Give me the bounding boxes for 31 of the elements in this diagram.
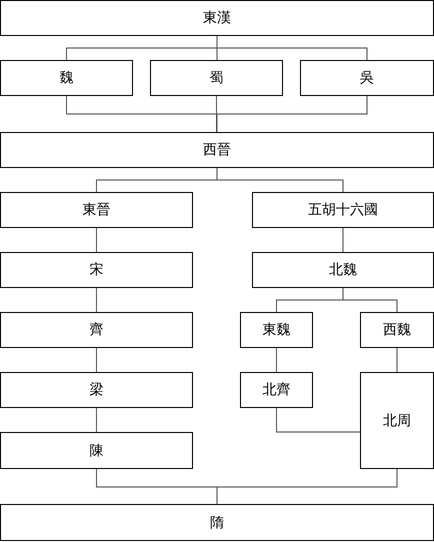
- connector-line: [342, 288, 398, 312]
- connector-line: [216, 468, 398, 504]
- dynasty-box: 吳: [300, 60, 434, 96]
- dynasty-box: 西晉: [0, 132, 434, 168]
- connector-line: [276, 348, 277, 372]
- dynasty-box: 北魏: [252, 252, 434, 288]
- dynasty-box: 隋: [0, 504, 434, 541]
- connector-line: [216, 96, 217, 132]
- connector-line: [396, 348, 398, 372]
- dynasty-box: 宋: [0, 252, 193, 288]
- dynasty-box: 東晉: [0, 192, 193, 228]
- connector-line: [96, 408, 97, 432]
- connector-line: [216, 36, 368, 60]
- connector-line: [342, 228, 344, 252]
- dynasty-box: 東魏: [240, 312, 313, 348]
- dynasty-box: 北周: [360, 372, 434, 469]
- dynasty-box: 北齊: [240, 372, 313, 408]
- connector-line: [216, 168, 344, 192]
- dynasty-box: 蜀: [150, 60, 283, 96]
- connector-line: [216, 96, 368, 132]
- connector-line: [96, 288, 97, 312]
- dynasty-box: 齊: [0, 312, 193, 348]
- dynasty-box: 魏: [0, 60, 133, 96]
- connector-line: [96, 228, 97, 252]
- connector-line: [276, 408, 360, 432]
- dynasty-box: 五胡十六國: [252, 192, 434, 228]
- dynasty-box: 西魏: [360, 312, 434, 348]
- dynasty-box: 東漢: [0, 0, 434, 36]
- connector-line: [96, 348, 97, 372]
- dynasty-box: 陳: [0, 432, 193, 469]
- dynasty-box: 梁: [0, 372, 193, 408]
